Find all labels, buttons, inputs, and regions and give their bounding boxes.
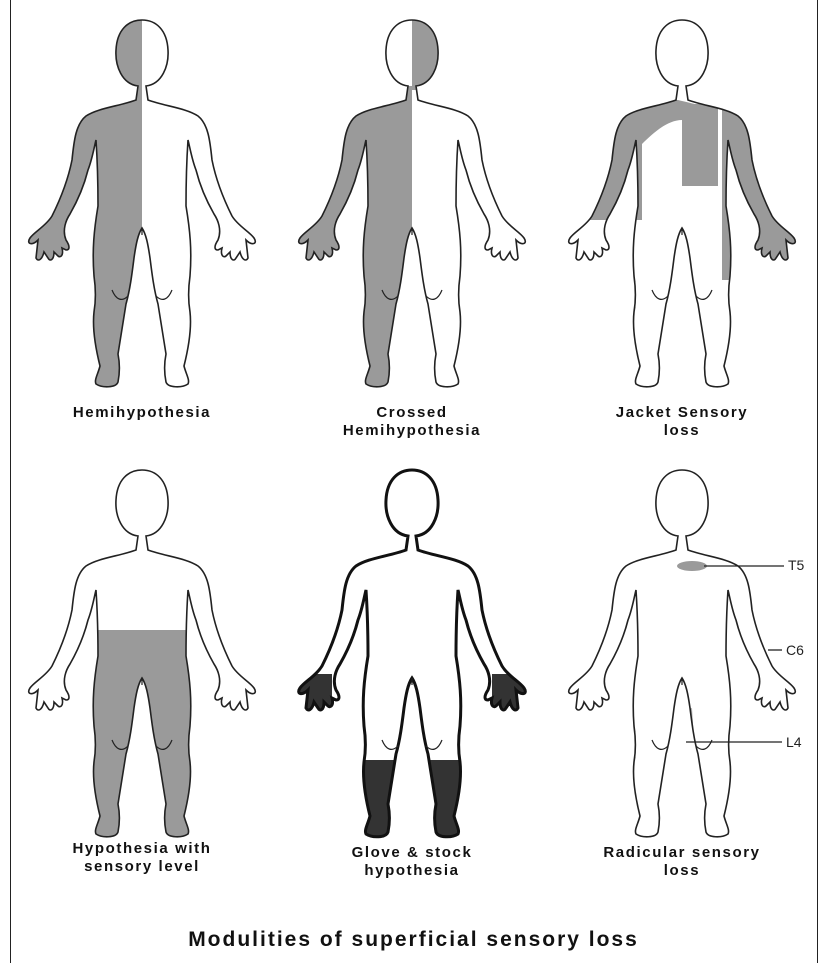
caption-hypothesia-sensory-level: Hypothesia with sensory level [27, 840, 257, 876]
figure-crossed-hemihypothesia [282, 10, 525, 400]
figure-hemihypothesia [12, 10, 255, 400]
caption-radicular-sensory-loss: Radicular sensory loss [567, 844, 797, 880]
figure-radicular-sensory-loss [569, 470, 796, 837]
caption-hemihypothesia: Hemihypothesia [27, 404, 257, 422]
caption-crossed-hemihypothesia: Crossed Hemihypothesia [297, 404, 527, 440]
figure-hypothesia-sensory-level [29, 470, 256, 850]
figure-glove-stock-hypothesia [282, 470, 542, 850]
figure-title: Modulities of superficial sensory loss [0, 928, 827, 952]
caption-jacket-sensory-loss: Jacket Sensory loss [567, 404, 797, 440]
figure-jacket-sensory-loss [552, 20, 812, 387]
caption-glove-stock-hypothesia: Glove & stock hypothesia [297, 844, 527, 880]
label-c6: C6 [786, 642, 804, 658]
label-l4: L4 [786, 734, 802, 750]
label-t5: T5 [788, 557, 804, 573]
